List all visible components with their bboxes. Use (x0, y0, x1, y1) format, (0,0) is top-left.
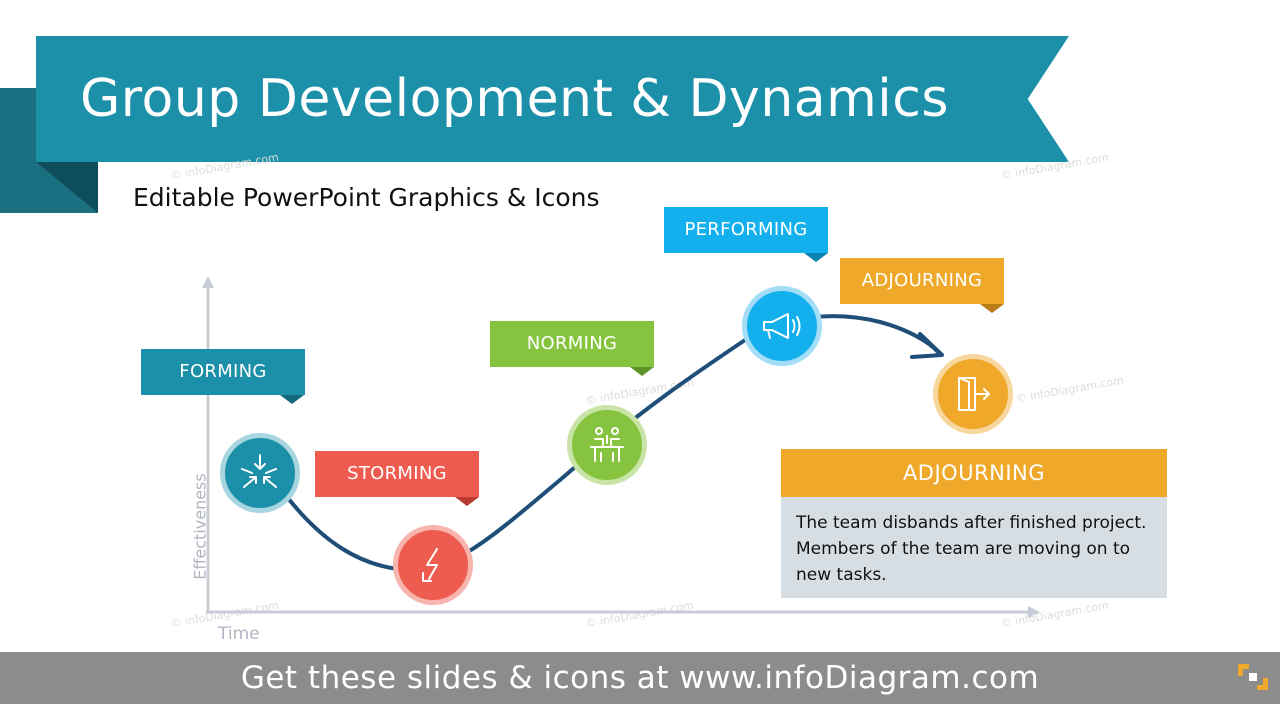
stage-label-adjourning: ADJOURNING (840, 258, 1004, 304)
label-pointer (630, 367, 654, 376)
stage-label-norming: NORMING (490, 321, 654, 367)
exit-door-icon (958, 377, 990, 411)
x-axis (206, 606, 1040, 618)
detail-card-heading: ADJOURNING (781, 449, 1167, 497)
megaphone-icon (763, 313, 801, 339)
lightning-icon (422, 548, 438, 582)
label-pointer (455, 497, 479, 506)
slide-title: Group Development & Dynamics (80, 69, 949, 129)
title-ribbon (36, 36, 1069, 162)
forming-circle (220, 433, 300, 513)
footer-link[interactable]: Get these slides & icons at www.infoDiag… (240, 660, 1040, 696)
converging-arrows-icon (241, 454, 277, 488)
adjourning-circle (933, 354, 1013, 434)
meeting-table-icon (590, 427, 624, 462)
storming-circle (393, 525, 473, 605)
detail-card-text: The team disbands after finished project… (781, 497, 1167, 598)
stage-label-storming: STORMING (315, 451, 479, 497)
stage-label-forming: FORMING (141, 349, 305, 395)
slide-subtitle: Editable PowerPoint Graphics & Icons (133, 183, 600, 212)
ribbon-fold-shadow (36, 162, 98, 213)
x-axis-label: Time (218, 624, 260, 644)
infodiagram-logo-icon (1238, 664, 1268, 690)
y-axis-label: Effectiveness (190, 473, 210, 580)
norming-circle (567, 405, 647, 485)
footer-bar (0, 652, 1280, 704)
label-pointer (980, 304, 1004, 313)
label-pointer (804, 253, 828, 262)
label-pointer (280, 395, 304, 404)
y-axis (202, 276, 214, 612)
performing-circle (742, 286, 822, 366)
stage-label-performing: PERFORMING (664, 207, 828, 253)
curve-arrowhead-icon (910, 332, 944, 359)
